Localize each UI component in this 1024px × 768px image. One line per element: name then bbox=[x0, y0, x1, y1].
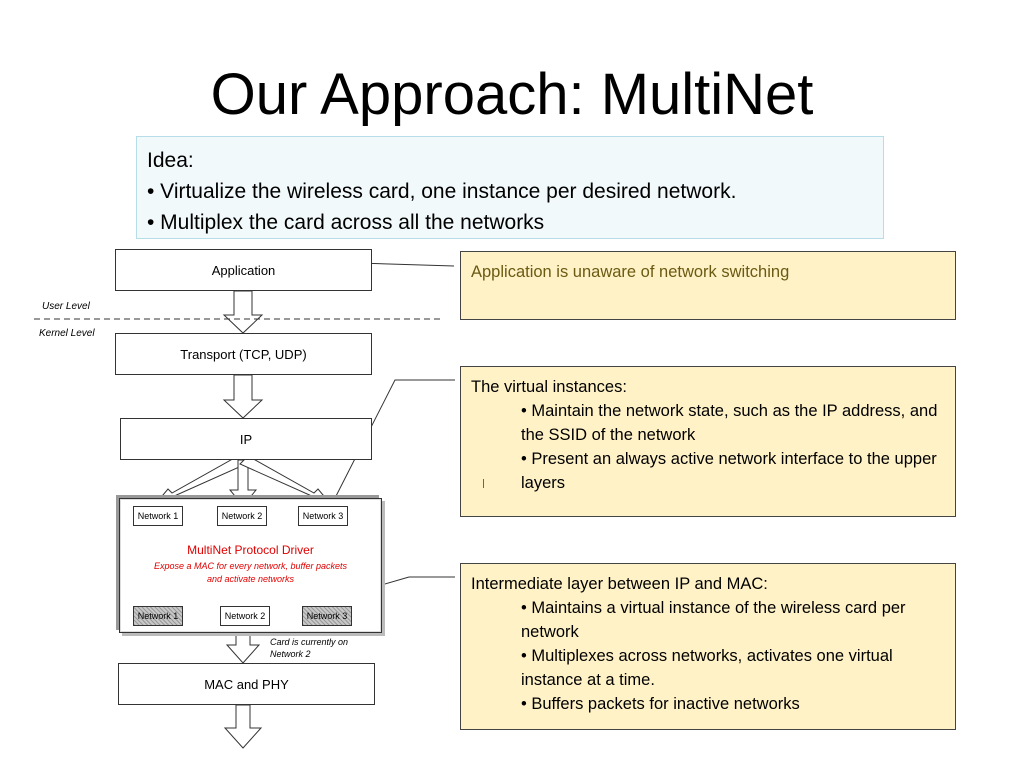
down-arrow bbox=[222, 374, 264, 419]
transport-label: Transport (TCP, UDP) bbox=[180, 346, 307, 362]
idea-bullet: • Multiplex the card across all the netw… bbox=[147, 211, 545, 234]
ip-label: IP bbox=[239, 431, 253, 447]
connector-virtual bbox=[332, 379, 455, 503]
driver-subtitle: Expose a MAC for every network, buffer p… bbox=[119, 560, 382, 586]
card-note-line: Card is currently on bbox=[270, 637, 349, 647]
driver-title: MultiNet Protocol Driver bbox=[187, 543, 314, 557]
callout-virtual-instances: The virtual instances: • Maintain the ne… bbox=[460, 366, 956, 517]
virtual-network-top-2: Network 2 bbox=[217, 506, 267, 526]
tick-mark bbox=[483, 479, 484, 488]
network-bottom-2-active: Network 2 bbox=[220, 606, 270, 626]
virtual-network-top-3: Network 3 bbox=[298, 506, 348, 526]
slide-title: Our Approach: MultiNet bbox=[210, 62, 814, 127]
callout-bullet: • Maintain the network state, such as th… bbox=[521, 402, 938, 444]
mac-phy-layer: MAC and PHY bbox=[118, 663, 375, 705]
down-arrow bbox=[222, 290, 264, 334]
driver-subtitle-line: and activate networks bbox=[206, 574, 295, 584]
ip-layer: IP bbox=[120, 418, 372, 460]
card-note: Card is currently on Network 2 bbox=[270, 636, 348, 660]
callout-bullet: • Present an always active network inter… bbox=[521, 450, 937, 492]
idea-heading: Idea: bbox=[147, 149, 194, 172]
callout-heading: The virtual instances: bbox=[471, 378, 627, 396]
network-bottom-1-inactive: Network 1 bbox=[133, 606, 183, 626]
idea-bullet: • Virtualize the wireless card, one inst… bbox=[147, 180, 737, 203]
callout-bullet: • Buffers packets for inactive networks bbox=[521, 695, 800, 713]
network-bottom-3-inactive: Network 3 bbox=[302, 606, 352, 626]
down-arrow bbox=[225, 627, 261, 664]
idea-box: Idea: • Virtualize the wireless card, on… bbox=[136, 136, 884, 239]
connector-app bbox=[357, 262, 455, 267]
callout-intermediate-layer: Intermediate layer between IP and MAC: •… bbox=[460, 563, 956, 730]
callout-application-text: Application is unaware of network switch… bbox=[471, 263, 790, 281]
driver-subtitle-line: Expose a MAC for every network, buffer p… bbox=[153, 561, 348, 571]
mac-phy-label: MAC and PHY bbox=[204, 676, 289, 692]
application-label: Application bbox=[211, 262, 276, 278]
callout-bullet: • Maintains a virtual instance of the wi… bbox=[521, 599, 906, 641]
callout-bullet: • Multiplexes across networks, activates… bbox=[521, 647, 893, 689]
kernel-level-label: Kernel Level bbox=[39, 328, 95, 339]
callout-application: Application is unaware of network switch… bbox=[460, 251, 956, 320]
card-note-line: Network 2 bbox=[270, 649, 311, 659]
callout-heading: Intermediate layer between IP and MAC: bbox=[471, 575, 768, 593]
down-arrow bbox=[223, 704, 263, 749]
application-layer: Application bbox=[115, 249, 372, 291]
virtual-network-top-1: Network 1 bbox=[133, 506, 183, 526]
transport-layer: Transport (TCP, UDP) bbox=[115, 333, 372, 375]
user-level-label: User Level bbox=[42, 301, 90, 312]
